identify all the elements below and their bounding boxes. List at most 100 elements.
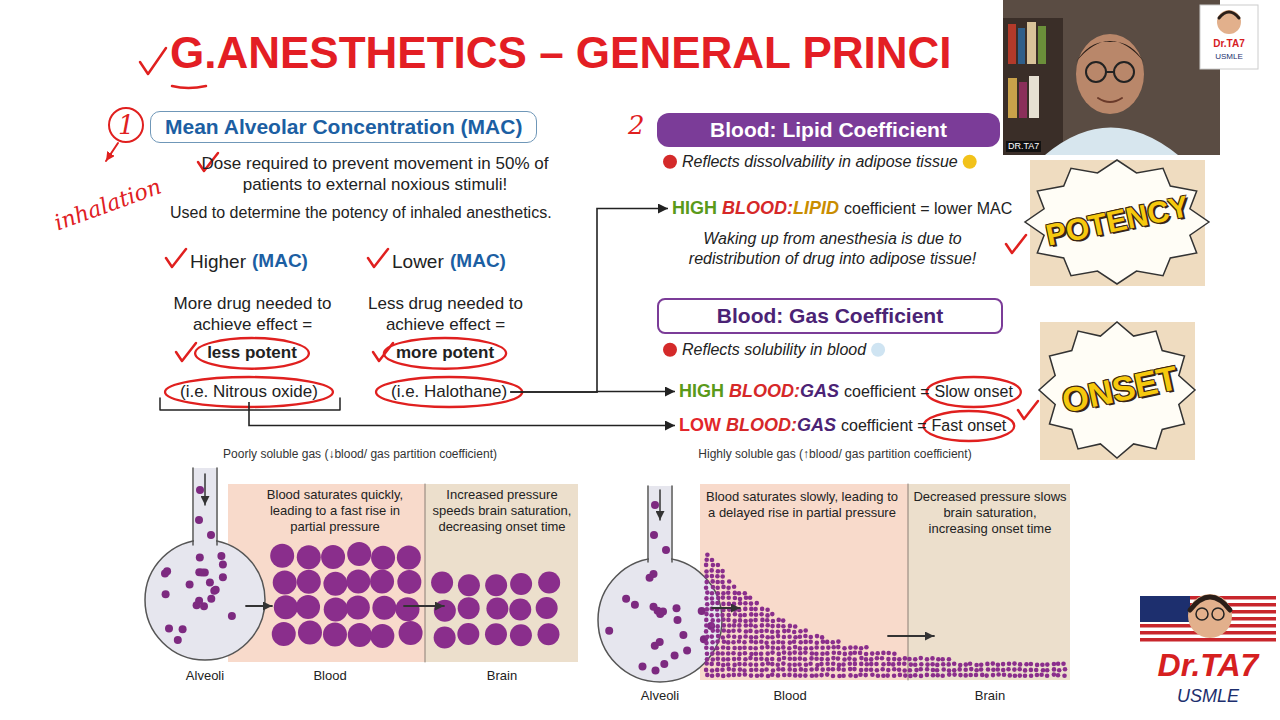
dissolved-gas-dot: [743, 591, 748, 596]
note-text: Waking up from anesthesia is due to redi…: [665, 229, 1000, 268]
dissolved-gas-dot: [798, 640, 803, 645]
gas-dot: [631, 601, 639, 609]
comic-burst: [1025, 160, 1209, 284]
part-label: Blood: [313, 668, 346, 684]
dissolved-gas-dot: [749, 607, 754, 612]
dissolved-gas-dot: [1035, 663, 1040, 668]
dissolved-gas-dot: [892, 651, 897, 656]
dissolved-gas-dot: [720, 668, 725, 673]
dissolved-gas-dot: [925, 673, 930, 678]
rule-row: HIGHBLOOD:LIPIDcoefficient = lower MAC: [668, 197, 1016, 220]
figure-caption: Poorly soluble gas (↓blood/ gas partitio…: [195, 447, 525, 462]
dissolved-gas-dot: [1041, 668, 1046, 673]
dissolved-gas-dot: [815, 663, 820, 668]
blood-cell-icon: [663, 343, 677, 357]
dissolved-gas-dot: [705, 634, 710, 639]
dissolved-gas-dot: [803, 628, 808, 633]
figure-note: Increased pressure speeds brain saturati…: [428, 487, 576, 535]
dissolved-gas-dot: [996, 667, 1001, 672]
dissolved-gas-dot: [715, 668, 720, 673]
dissolved-gas-dot: [770, 629, 775, 634]
dissolved-gas-dot: [881, 674, 886, 679]
dissolved-gas-dot: [876, 674, 881, 679]
dissolved-gas-dot: [738, 667, 743, 672]
dissolved-gas-dot: [765, 623, 770, 628]
dissolved-gas-dot: [759, 640, 764, 645]
dissolved-gas-dot: [930, 656, 935, 661]
dissolved-gas-dot: [749, 673, 754, 678]
callout-number: 1: [118, 110, 135, 142]
gas-dot: [652, 666, 660, 674]
book: [1018, 28, 1025, 64]
brain-gas-particle: [434, 626, 456, 648]
dissolved-gas-dot: [771, 640, 776, 645]
dissolved-gas-dot: [710, 640, 715, 645]
dissolved-gas-dot: [710, 618, 715, 623]
dissolved-gas-dot: [986, 667, 991, 672]
dissolved-gas-dot: [881, 651, 886, 656]
description-text: Reflects solubility in blood: [682, 340, 866, 360]
dissolved-gas-dot: [760, 634, 765, 639]
dissolved-gas-dot: [1063, 667, 1068, 672]
dissolved-gas-dot: [819, 662, 824, 667]
dissolved-gas-dot: [787, 646, 792, 651]
dissolved-gas-dot: [853, 662, 858, 667]
dissolved-gas-dot: [787, 634, 792, 639]
dissolved-gas-dot: [721, 591, 726, 596]
dissolved-gas-dot: [808, 639, 813, 644]
dissolved-gas-dot: [776, 618, 781, 623]
blood-gas-particle: [274, 595, 298, 619]
blood-gas-particle: [347, 542, 371, 566]
logo-face: [1217, 10, 1241, 34]
dissolved-gas-dot: [991, 673, 996, 678]
brain-gas-particle: [536, 597, 558, 619]
dissolved-gas-dot: [753, 646, 758, 651]
gas-dot: [207, 595, 215, 603]
dissolved-gas-dot: [947, 657, 952, 662]
dissolved-gas-dot: [793, 645, 798, 650]
part-label: Brain: [975, 688, 1005, 704]
dissolved-gas-dot: [831, 667, 836, 672]
dissolved-gas-dot: [1006, 667, 1011, 672]
dissolved-gas-dot: [726, 646, 731, 651]
dissolved-gas-dot: [732, 634, 737, 639]
dissolved-gas-dot: [759, 657, 764, 662]
dissolved-gas-dot: [925, 667, 930, 672]
check-mark: [176, 343, 196, 361]
dissolved-gas-dot: [952, 668, 957, 673]
flask-neck-wall: [671, 486, 673, 562]
dissolved-gas-dot: [744, 595, 749, 600]
dissolved-gas-dot: [825, 657, 830, 662]
dissolved-gas-dot: [814, 656, 819, 661]
dissolved-gas-dot: [919, 667, 924, 672]
dissolved-gas-dot: [710, 668, 715, 673]
dissolved-gas-dot: [958, 673, 963, 678]
dissolved-gas-dot: [732, 646, 737, 651]
gas-dot: [165, 624, 173, 632]
hair: [1076, 41, 1144, 62]
dissolved-gas-dot: [715, 639, 720, 644]
dissolved-gas-dot: [1061, 661, 1066, 666]
dissolved-gas-dot: [875, 656, 880, 661]
dissolved-gas-dot: [991, 661, 996, 666]
dissolved-gas-dot: [788, 640, 793, 645]
part-label: Brain: [487, 668, 517, 684]
dissolved-gas-dot: [726, 634, 731, 639]
face: [1076, 34, 1144, 114]
gas-dot: [217, 552, 225, 560]
dissolved-gas-dot: [726, 657, 731, 662]
dissolved-gas-dot: [809, 646, 814, 651]
dissolved-gas-dot: [770, 635, 775, 640]
dissolved-gas-dot: [826, 645, 831, 650]
dissolved-gas-dot: [821, 639, 826, 644]
dissolved-gas-dot: [721, 663, 726, 668]
flow-arrow: [888, 635, 934, 637]
blood-gas-particle: [272, 622, 296, 646]
blood-gas-particle: [346, 596, 370, 620]
explanation-text: More drug needed to achieve effect =: [165, 294, 340, 335]
dissolved-gas-dot: [753, 618, 758, 623]
dissolved-gas-dot: [770, 662, 775, 667]
dissolved-gas-dot: [726, 629, 731, 634]
dissolved-gas-dot: [754, 612, 759, 617]
dissolved-gas-dot: [974, 663, 979, 668]
